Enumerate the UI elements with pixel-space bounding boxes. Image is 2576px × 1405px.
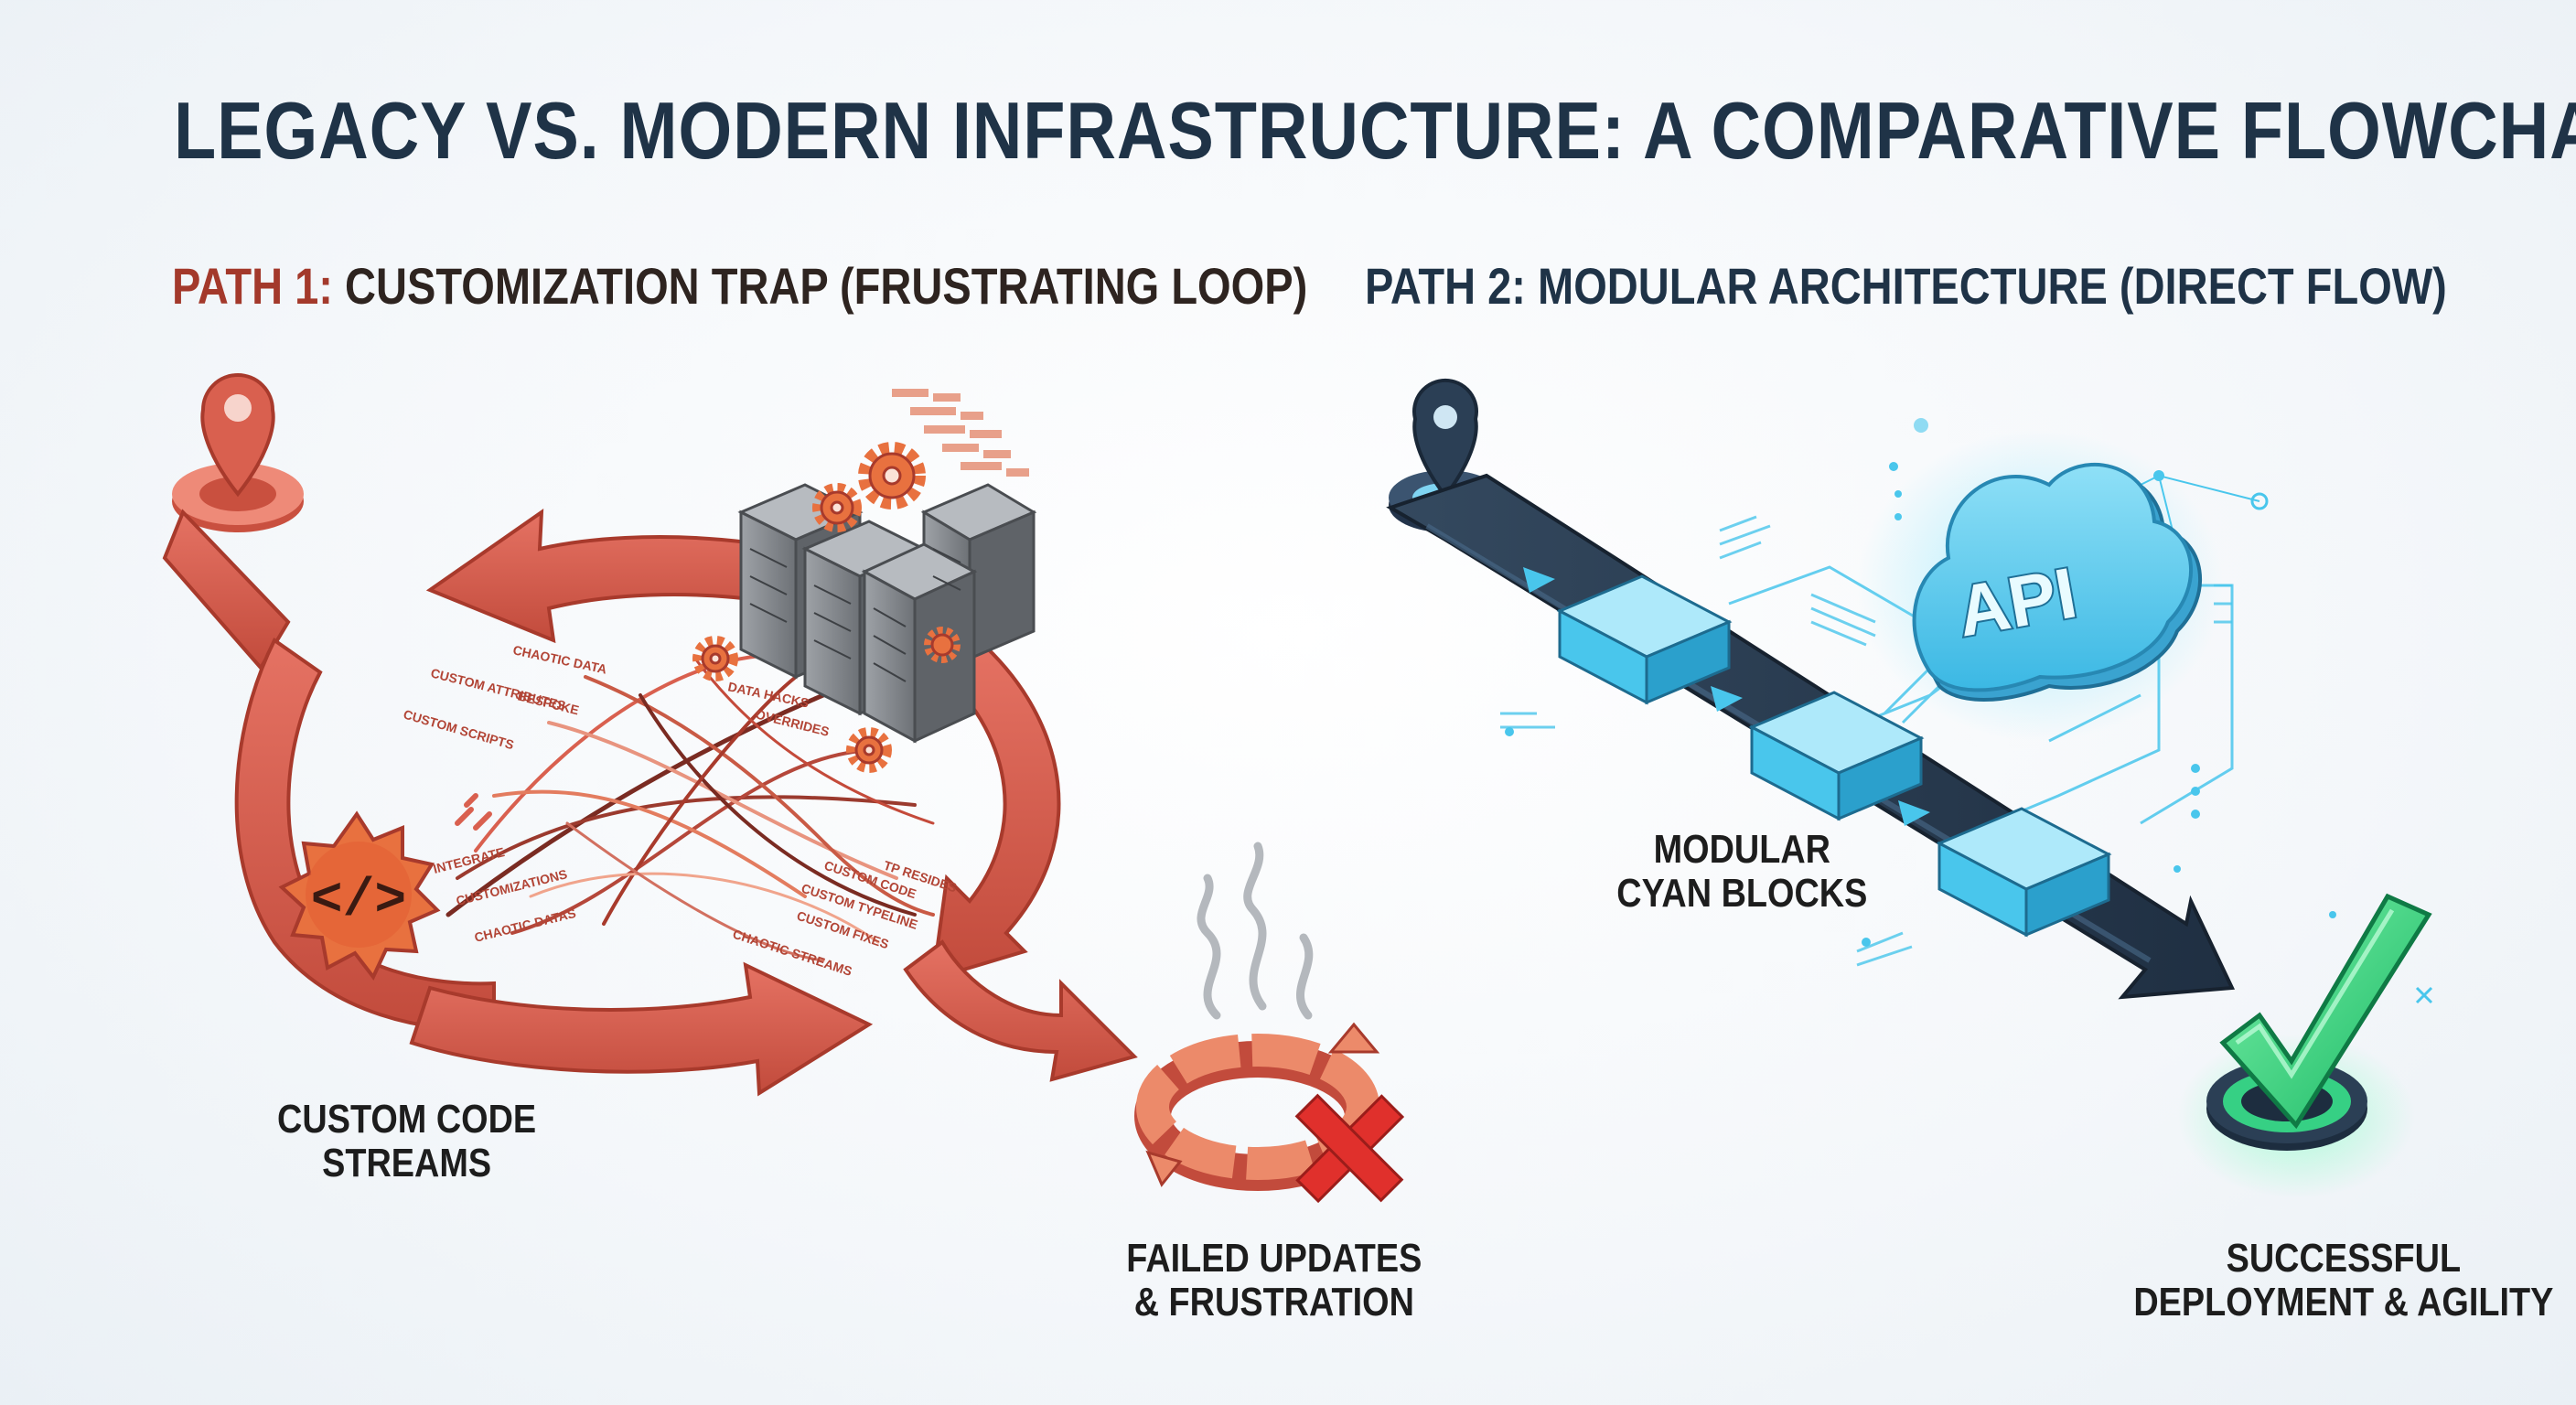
loop-entry-band [162, 509, 291, 671]
path2-heading: PATH 2: MODULAR ARCHITECTURE (DIRECT FLO… [1365, 256, 2447, 316]
api-cloud-icon: API [1857, 430, 2223, 741]
success-label: SUCCESSFUL DEPLOYMENT & AGILITY [2133, 1236, 2554, 1325]
loop-arrow-right [930, 638, 1061, 981]
module-block [1748, 691, 1925, 821]
path1-number: PATH 1: [172, 257, 333, 315]
code-fragments [892, 389, 1029, 477]
gear-icon [924, 627, 961, 663]
module-block [1936, 807, 2112, 938]
gear-icon [858, 442, 926, 509]
module-block [1556, 574, 1733, 705]
stream-label: CHAOTIC DATAS [473, 906, 577, 945]
stream-label: BESPOKE [516, 688, 580, 717]
stream-label: CUSTOM SCRIPTS [402, 707, 516, 753]
path2-heading-text: MODULAR ARCHITECTURE (DIRECT FLOW) [1525, 257, 2447, 315]
code-symbol: </> [311, 872, 406, 931]
gear-icon [812, 483, 862, 532]
broken-link-icon [455, 793, 492, 831]
legacy-loop: CHAOTIC DATA CUSTOM ATTRIBUTES BESPOKE C… [162, 373, 1405, 1204]
path1-heading-text: CUSTOMIZATION TRAP (FRUSTRATING LOOP) [332, 257, 1308, 315]
path1-heading: PATH 1: CUSTOMIZATION TRAP (FRUSTRATING … [172, 256, 1307, 316]
success-checkmark-icon [2177, 893, 2432, 1198]
gear-icon [692, 636, 738, 681]
page-title: LEGACY VS. MODERN INFRASTRUCTURE: A COMP… [174, 85, 2576, 176]
custom-code-label: CUSTOM CODE STREAMS [277, 1097, 537, 1185]
track-arrow-icon [1523, 567, 1930, 826]
modern-flow: API [1386, 378, 2433, 1198]
loop-arrow-bottom [409, 961, 874, 1097]
gear-icon [846, 727, 892, 773]
failed-update-icon [1134, 1022, 1405, 1204]
failed-updates-label: FAILED UPDATES & FRUSTRATION [1126, 1236, 1422, 1325]
start-pin-icon [172, 373, 304, 532]
path2-number: PATH 2: [1365, 257, 1526, 315]
smoke-icon [1197, 842, 1314, 1020]
close-icon [1294, 1093, 1405, 1204]
loop-exit-arrow [903, 939, 1138, 1082]
custom-code-icon: </> [278, 810, 441, 981]
stream-label: CHAOTIC DATA [511, 642, 608, 676]
chaotic-streams [445, 653, 935, 962]
stream-label: DATA HACKS [726, 679, 810, 710]
sparkle-icon [2415, 986, 2433, 1004]
tech-dashes [1500, 515, 2232, 967]
modular-blocks-label: MODULAR CYAN BLOCKS [1616, 827, 1868, 916]
